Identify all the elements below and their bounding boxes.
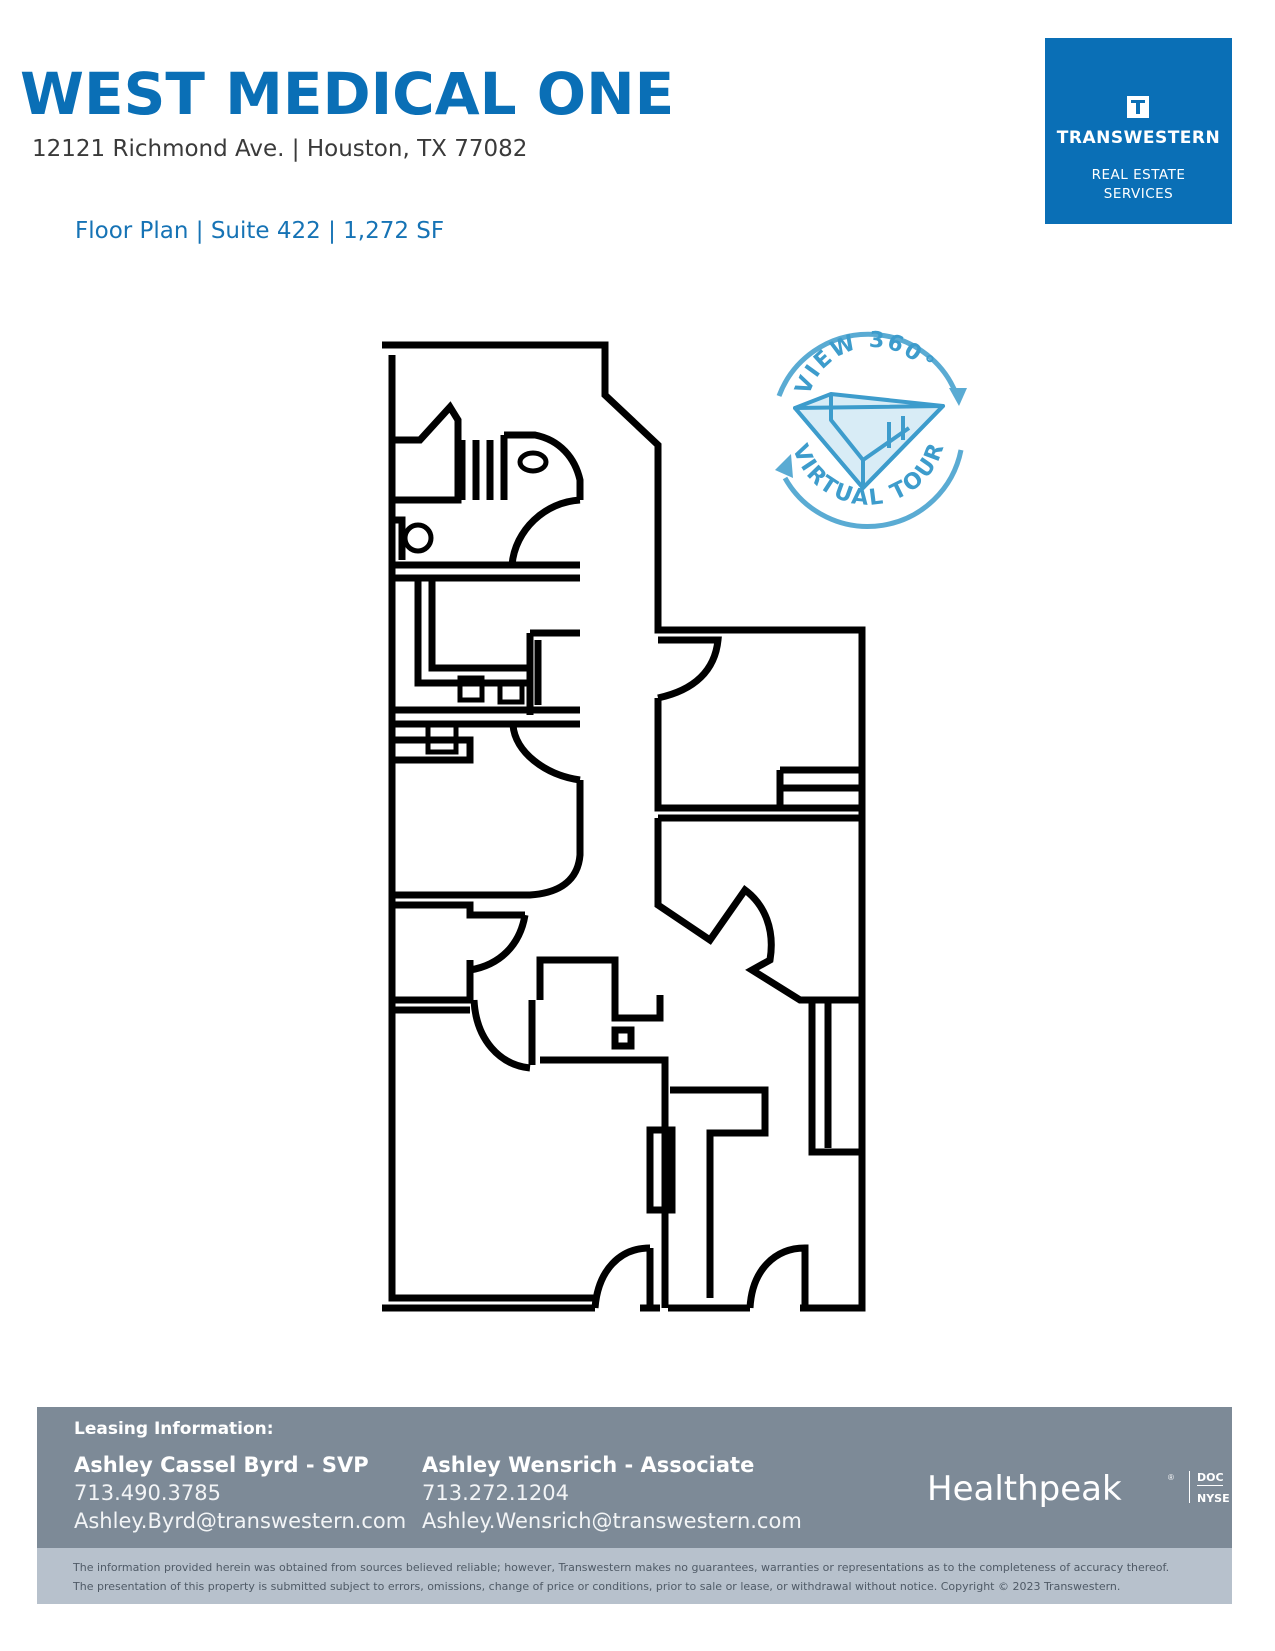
bathroom-stalls bbox=[458, 435, 508, 500]
fixtures bbox=[402, 450, 549, 755]
right-office-middle bbox=[654, 818, 862, 1004]
contact-card: Ashley Cassel Byrd - SVP 713.490.3785 As… bbox=[74, 1451, 406, 1535]
ticker-symbol: DOC bbox=[1197, 1471, 1224, 1484]
logo-divider bbox=[1189, 1471, 1190, 1503]
bathroom-door-arc bbox=[508, 496, 581, 566]
inner-wall-left bbox=[388, 355, 595, 1302]
right-closet bbox=[808, 1000, 862, 1156]
bottom-office bbox=[670, 1086, 769, 1298]
exam-room-left bbox=[392, 780, 584, 899]
toilet-fixture bbox=[402, 522, 434, 554]
ticker-exchange: NYSE bbox=[1197, 1492, 1230, 1505]
arrow-right-icon bbox=[949, 388, 967, 406]
ticker-divider bbox=[1197, 1485, 1223, 1490]
floor-plan-walls bbox=[382, 341, 866, 1312]
lab-bottom-wall bbox=[392, 706, 580, 764]
page-title: WEST MEDICAL ONE bbox=[20, 60, 675, 128]
stock-ticker: DOC NYSE bbox=[1197, 1471, 1230, 1505]
registered-mark: ® bbox=[1168, 1473, 1174, 1482]
bathroom-sink-wall bbox=[504, 431, 584, 500]
closet-fixture bbox=[611, 1026, 635, 1050]
leasing-label: Leasing Information: bbox=[74, 1419, 274, 1439]
ring-bottom-arc bbox=[782, 449, 964, 529]
contact-name: Ashley Wensrich - Associate bbox=[422, 1453, 755, 1477]
floor-plan bbox=[382, 341, 866, 1312]
logo-tagline-line2: SERVICES bbox=[1103, 186, 1174, 202]
leasing-footer: Leasing Information: Ashley Cassel Byrd … bbox=[37, 1407, 1232, 1548]
bottom-door-left bbox=[591, 1244, 651, 1309]
room-3d-icon bbox=[793, 392, 945, 490]
healthpeak-logo: Healthpeak bbox=[927, 1469, 1122, 1509]
sink-fixture bbox=[517, 450, 549, 474]
transwestern-logo[interactable]: TRANSWESTERN REAL ESTATE SERVICES bbox=[1045, 38, 1232, 224]
disclaimer-bar: The information provided herein was obta… bbox=[37, 1548, 1232, 1604]
center-closet bbox=[528, 956, 669, 1308]
contact-card: Ashley Wensrich - Associate 713.272.1204… bbox=[422, 1451, 802, 1535]
disclaimer-text: The information provided herein was obta… bbox=[73, 1558, 1218, 1596]
right-office-shelf bbox=[776, 766, 862, 808]
bathroom-lower bbox=[392, 516, 580, 569]
exam-room-left-door bbox=[509, 724, 581, 784]
arrow-left-icon bbox=[775, 454, 793, 478]
bathroom-wall bbox=[392, 401, 462, 504]
right-office-top bbox=[654, 636, 862, 822]
lab-fixture-1 bbox=[457, 675, 485, 703]
property-address: 12121 Richmond Ave. | Houston, TX 77082 bbox=[32, 136, 528, 162]
contact-email[interactable]: Ashley.Wensrich@transwestern.com bbox=[422, 1509, 802, 1533]
contact-name: Ashley Cassel Byrd - SVP bbox=[74, 1453, 369, 1477]
tour-top-text: VIEW 360° bbox=[791, 330, 940, 398]
floor-plan-subtitle: Floor Plan | Suite 422 | 1,272 SF bbox=[75, 218, 445, 244]
transwestern-t-icon bbox=[1127, 96, 1149, 118]
tour-badge-ring bbox=[776, 331, 964, 529]
bottom-door-right bbox=[746, 1244, 809, 1309]
small-room-door bbox=[469, 914, 529, 974]
small-room bbox=[392, 901, 525, 1014]
contact-email[interactable]: Ashley.Byrd@transwestern.com bbox=[74, 1509, 407, 1533]
virtual-tour-badge[interactable]: VIEW 360° VIRTUAL TOUR bbox=[771, 330, 967, 530]
logo-tagline: REAL ESTATE SERVICES bbox=[1045, 166, 1232, 204]
disclaimer-line-2: The presentation of this property is sub… bbox=[73, 1580, 1121, 1593]
column bbox=[646, 1126, 676, 1214]
outer-wall bbox=[382, 341, 866, 1312]
large-room-door bbox=[470, 999, 531, 1072]
lab-fixture-3 bbox=[425, 721, 459, 755]
contact-phone[interactable]: 713.272.1204 bbox=[422, 1481, 569, 1505]
disclaimer-line-1: The information provided herein was obta… bbox=[73, 1561, 1170, 1574]
lab-fixture-2 bbox=[497, 679, 525, 705]
ring-top-arc bbox=[776, 331, 960, 397]
logo-name: TRANSWESTERN bbox=[1056, 128, 1221, 148]
logo-tagline-line1: REAL ESTATE bbox=[1091, 167, 1186, 183]
lab-wall bbox=[392, 574, 580, 715]
contact-phone[interactable]: 713.490.3785 bbox=[74, 1481, 221, 1505]
